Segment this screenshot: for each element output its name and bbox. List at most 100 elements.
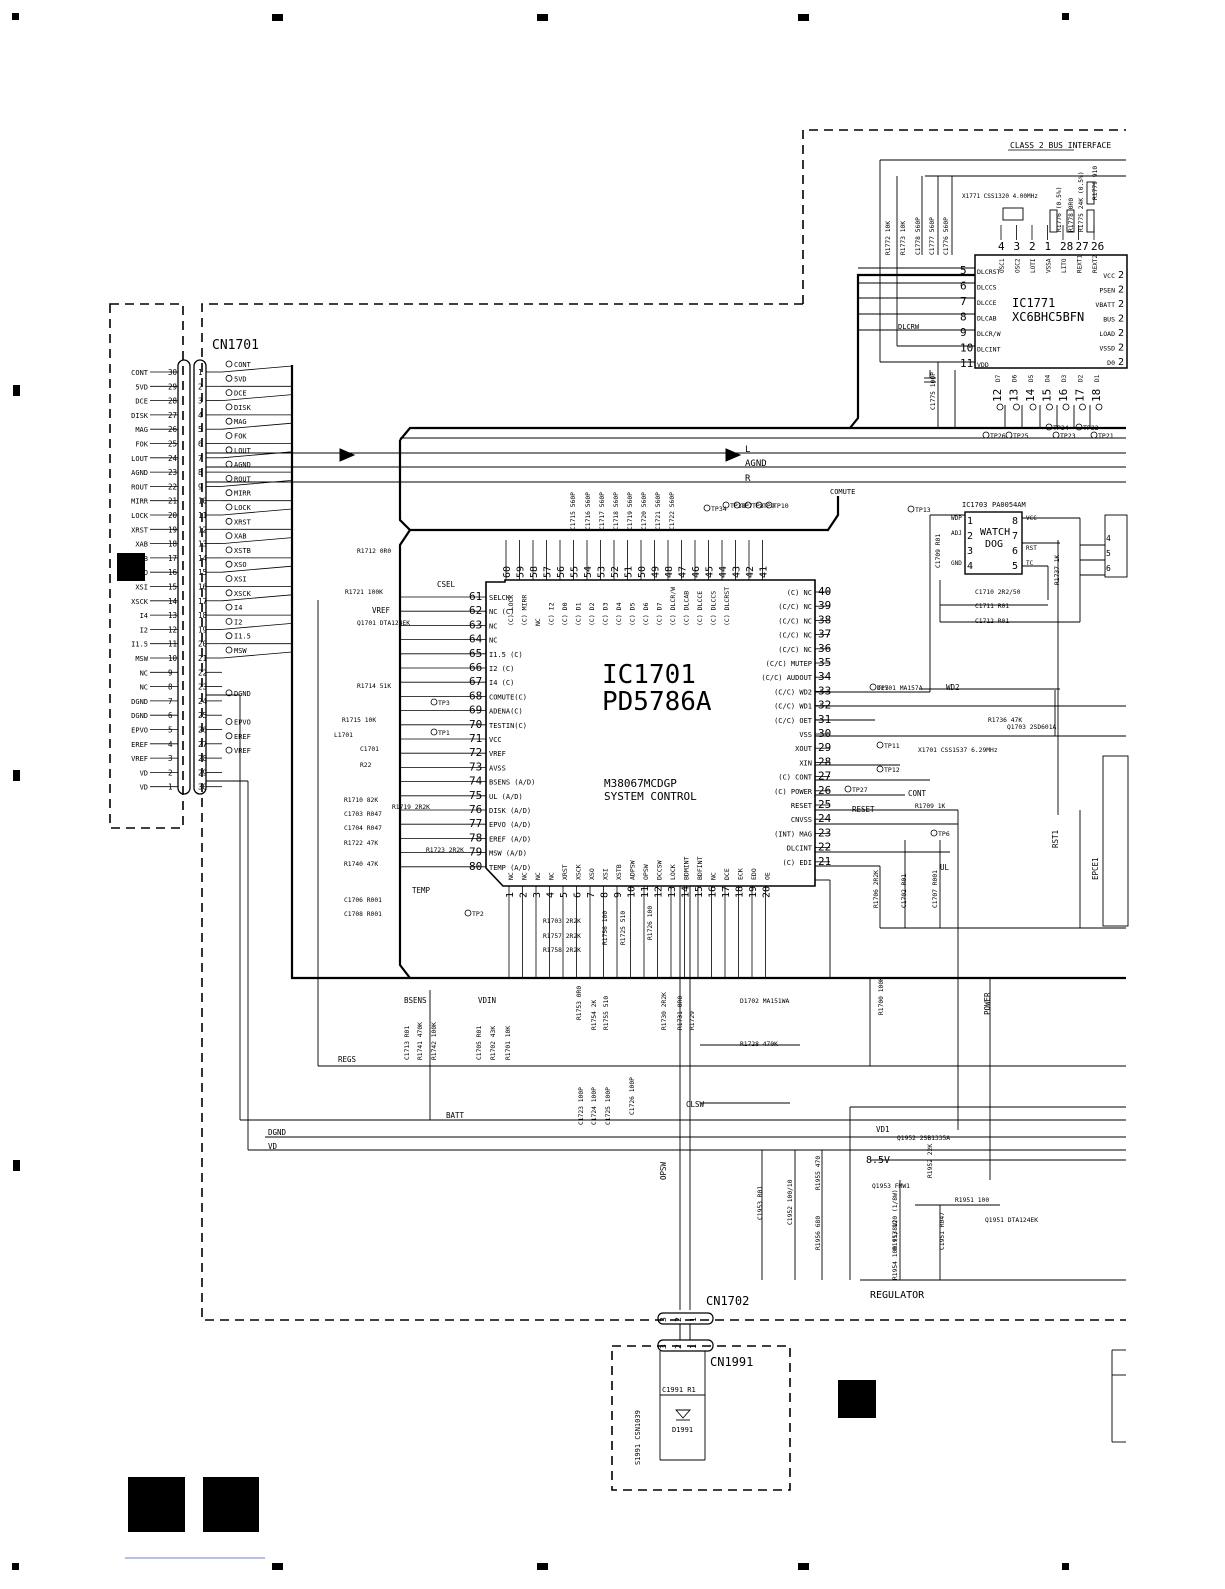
ic1701-bottom-pin-number: 1 <box>505 892 516 898</box>
net-comute: COMUTE <box>830 488 855 496</box>
ic1701-top-pin-label: (C) D2 <box>588 602 596 626</box>
ic1701-left-pin-label: TEMP (A/D) <box>489 864 531 872</box>
ic1701-top-pin-label: (C) DLCCE <box>696 591 704 626</box>
component-label: R1955 470 <box>815 1156 822 1190</box>
component-label: C1719 560P <box>627 492 634 530</box>
ic1701-bottom-pin-label: OE <box>764 872 772 880</box>
ic1701-right-pin-label: (C) POWER <box>774 788 813 796</box>
component-label: R1772 10K <box>885 221 892 255</box>
net-label-epce1: EPCE1 <box>1091 857 1100 880</box>
ic1701-left-pin-number: 63 <box>469 618 482 631</box>
cn1701-signal-node <box>225 746 233 754</box>
component-label: R1703 2R2K <box>543 918 581 925</box>
ic1701-right-pin-label: CNVSS <box>791 816 812 824</box>
test-point-node <box>907 505 915 513</box>
ic1701-left-pin-label: EREF (A/D) <box>489 835 531 843</box>
ic1771-left-pin-number: 9 <box>960 326 967 339</box>
cn1701-signal-node <box>225 403 233 411</box>
cn1701-right-signal: ROUT <box>234 475 252 483</box>
ic1771-right-pin-label: PSEN <box>1099 287 1115 295</box>
component-label: Q1951 DTA124EK <box>985 1217 1038 1224</box>
ic1701-bottom-pin-number: 6 <box>573 892 584 898</box>
ic1701-bottom-pin-label: LOCK <box>669 864 677 880</box>
cn1701-left-pin: 8 <box>168 683 173 692</box>
cn1701-signal-node <box>225 646 233 654</box>
ic1771-top-pin-label: REXT1 <box>1077 255 1084 273</box>
test-point-node <box>703 504 711 512</box>
regulator-voltage: 8.5V <box>866 1155 890 1166</box>
ic1701-bottom-pin-label: BDMINT <box>683 856 691 880</box>
component-label: C1953 R01 <box>757 1186 764 1220</box>
ic1701-top-pin-number: 57 <box>543 566 554 578</box>
ic1701-right-pin-number: 22 <box>818 841 831 854</box>
cn1701-left-signal: CONT <box>131 369 149 377</box>
cn1701-left-pin: 15 <box>168 583 177 592</box>
ic1701-right-pin-label: (C/C) AUDOUT <box>761 674 812 682</box>
ic1701-right-pin-number: 27 <box>818 770 831 783</box>
cn1701-left-signal: ROUT <box>131 483 149 491</box>
cn1701-signal-node <box>225 618 233 625</box>
ic1701-left-pin-number: 69 <box>469 704 482 717</box>
component-label: R1758 2R2K <box>543 947 581 954</box>
cn1701-right-pin: 3 <box>198 397 203 406</box>
net-label-dgnd: DGND <box>268 1128 287 1137</box>
cn1701-left-signal: MSW <box>135 655 148 663</box>
ic1771-top-pin-number: 3 <box>1014 240 1021 253</box>
ic1701-top-pin-number: 56 <box>556 566 567 578</box>
ic1771-right-pin-number: 2 <box>1118 357 1124 368</box>
component-label: C1723 100P <box>578 1087 585 1125</box>
cn1701-signal-node <box>225 474 233 482</box>
component-label: R1731 0R0 <box>677 996 684 1030</box>
x1771-label: X1771 CSS1320 4.00MHz <box>962 193 1038 200</box>
ic1701-top-pin-number: 60 <box>502 566 513 578</box>
ic1771-bottom-pin-number: 12 <box>991 389 1004 402</box>
ic1701-right-pin-label: (INT) MAG <box>774 830 812 838</box>
test-point-node <box>844 785 852 793</box>
ic1701-bottom-pin-label: NC <box>534 872 542 880</box>
ic1701-bottom-pin-label: ADPSW <box>629 860 637 880</box>
ic1771-left-pin-number: 7 <box>960 295 967 308</box>
ic1701-right-pin-label: (C) EDI <box>782 859 812 867</box>
ic1701-right-pin-number: 30 <box>818 727 831 740</box>
test-point-label: TP38 <box>730 502 746 510</box>
test-point-label: TP8 <box>752 502 764 510</box>
component-label: R1756 100 <box>602 911 609 945</box>
ic1701-right-pin-label: (C/C) MUTEP <box>766 660 812 668</box>
cn1701-right-signal: XSO <box>234 561 247 569</box>
component-label: R1710 82K <box>344 797 378 804</box>
component-label: R1778 0R0 <box>1068 198 1075 232</box>
test-point-label: TP26 <box>990 432 1006 440</box>
cn1701-signal-node <box>225 374 233 382</box>
test-point-label: TP27 <box>852 786 868 794</box>
ic1701-top-pin-label: (C) D3 <box>602 602 610 626</box>
ic1771-bottom-pin-number: 16 <box>1057 389 1070 402</box>
ic1771-left-pin-label: DLCAB <box>977 315 997 323</box>
net-label-bsens: BSENS <box>404 996 427 1005</box>
component-label: R1701 10K <box>505 1026 512 1060</box>
cn1701-left-pin: 24 <box>168 454 178 463</box>
ic1701-left-pin-label: VREF <box>489 750 506 758</box>
ic1701-right-pin-number: 25 <box>818 798 831 811</box>
component-label: C1708 R001 <box>344 911 382 918</box>
c1991-label: C1991 R1 <box>662 1386 696 1394</box>
cn1701-signal-node <box>225 417 233 425</box>
cn1701-left-pin: 17 <box>168 554 177 563</box>
ic1701-top-pin-number: 45 <box>705 566 716 578</box>
ic1703-left-pin-label: WDP <box>951 515 962 522</box>
component-label: C1724 100P <box>591 1087 598 1125</box>
cn1701-left-pin: 25 <box>168 440 177 449</box>
ic1771-test-node <box>996 403 1004 411</box>
ic1703-title-bottom: DOG <box>985 539 1003 550</box>
ic1701-bottom-pin-number: 10 <box>627 886 638 898</box>
cn1701-left-signal: DGND <box>131 698 148 706</box>
test-point-label: TP22 <box>1083 424 1099 432</box>
cn1701-signal-node <box>225 589 233 597</box>
ic1701-model: M38067MCDGP <box>604 777 677 790</box>
cn1701-left-pin: 20 <box>168 511 178 520</box>
ic1701-bottom-pin-label: NC <box>548 872 556 880</box>
component-label: R1775 24K (0.5%) <box>1078 171 1085 232</box>
cn1701-left-signal: 5VD <box>135 383 148 391</box>
component-label: R1757 2R2K <box>543 933 581 940</box>
ic1701-right-pin-number: 40 <box>818 585 831 598</box>
cn1991-pin: 1 <box>689 1344 698 1349</box>
